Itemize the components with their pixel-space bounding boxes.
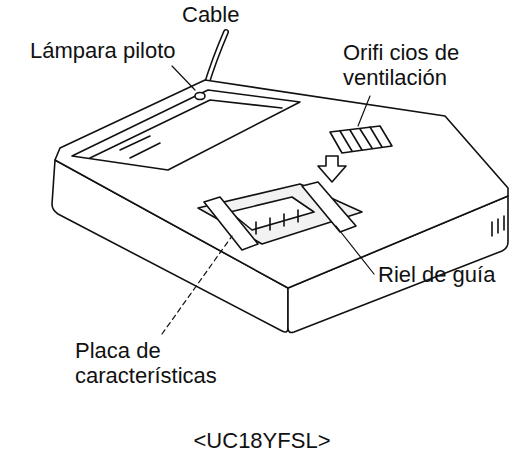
part-label: Orifi cios de ventilación	[343, 40, 483, 91]
right-guide-rail	[302, 182, 356, 232]
leader-line	[358, 96, 370, 126]
leader-line-dashed	[162, 236, 232, 334]
pilot-lamp	[195, 93, 205, 100]
housing-detail	[120, 136, 160, 158]
top-face	[55, 80, 508, 288]
part-label: Cable	[182, 2, 239, 27]
leader-line	[336, 226, 374, 274]
leader-line	[172, 66, 195, 90]
back-housing	[72, 90, 300, 170]
part-label: Riel de guía	[378, 262, 495, 287]
part-label: Lámpara piloto	[30, 38, 176, 63]
vent-grille	[330, 126, 392, 153]
cable-inner	[206, 32, 226, 86]
side-vents	[492, 216, 504, 236]
vent-slats	[340, 127, 382, 151]
housing-ridge	[90, 100, 282, 158]
insert-arrow	[318, 156, 346, 182]
part-label: Placa de características	[75, 338, 245, 389]
model-caption: <UC18YFSL>	[194, 428, 331, 453]
cable	[206, 32, 226, 86]
left-guide-rail	[204, 197, 258, 250]
